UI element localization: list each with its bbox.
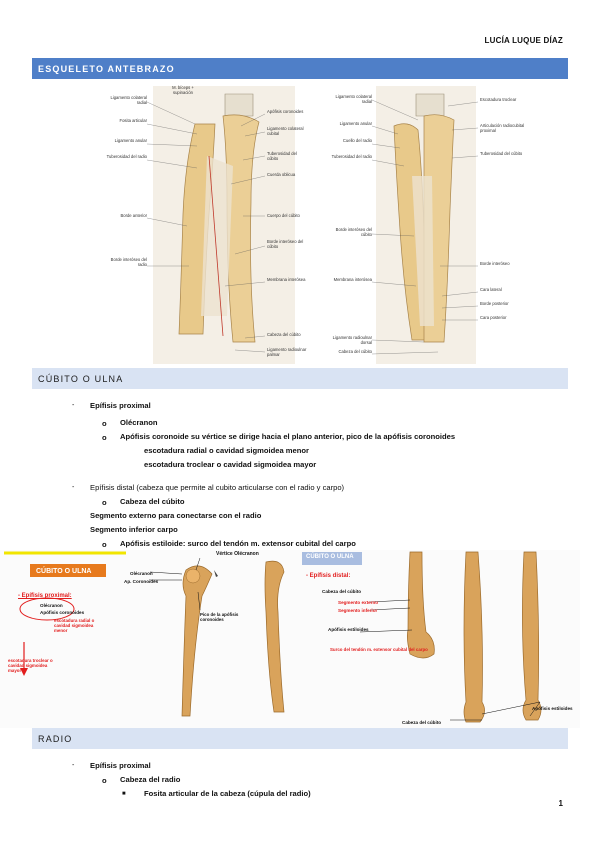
anterior-right-label: Ligamento radioulnar palmar [267, 347, 307, 357]
slide-proximal-illustration [4, 551, 285, 717]
bullet-dash: - [72, 762, 75, 769]
list-bullet: o [102, 540, 107, 549]
posterior-right-label: Cara posterior [480, 315, 507, 320]
list-item: Apófisis coronoide su vértice se dirige … [120, 432, 456, 441]
anterior-left-label: Ligamento colateral radial [110, 95, 147, 105]
anterior-left-label: Borde interóseo del radio [110, 257, 147, 267]
slide2-surco: Surco del tendón m. extensor cubital del… [330, 647, 428, 652]
anterior-left-label: Borde anterior [120, 213, 147, 218]
list-item: Apófisis estiloide: surco del tendón m. … [120, 539, 356, 548]
slide2-title: CÚBITO O ULNA [306, 554, 354, 560]
anterior-left-label: Tuberosidad del radio [106, 154, 147, 159]
slide1-epi-prox: - Epífisis proximal: [18, 593, 72, 599]
list-item: Cabeza del radio [120, 775, 181, 784]
slide1-olecranon2: Olécranon [130, 571, 153, 576]
forearm-anterior-illustration [146, 86, 295, 364]
slide2-ap-estiloides: Apófisis estiloides [532, 706, 573, 711]
anterior-right-label: Cuerpo del cúbito [267, 213, 300, 218]
anterior-right-label: Cabeza del cúbito [267, 332, 301, 337]
posterior-left-label: Tuberosidad del radio [331, 154, 372, 159]
posterior-right-label: Borde interóseo [480, 261, 510, 266]
forearm-posterior-illustration [371, 86, 479, 364]
posterior-left-label: Borde interóseo del cúbito [335, 227, 372, 237]
posterior-left-label: Ligamento anular [339, 121, 372, 126]
list-bullet: o [102, 776, 107, 785]
author-name: LUCÍA LUQUE DÍAZ [484, 36, 563, 45]
slide2-estiloides: Apófisis estiloides [328, 627, 369, 632]
anterior-right-label: Ligamento colateral cubital [267, 126, 304, 136]
section-header-radio: RADIO [32, 728, 568, 749]
list-item: Segmento externo para conectarse con el … [90, 511, 262, 520]
bullet-dash: - [72, 484, 75, 491]
slide1-esc-radial: escotadura radial o cavidad sigmoidea me… [54, 618, 95, 633]
list-item: escotadura radial o cavidad sigmoidea me… [144, 446, 310, 455]
slide2-seg-ext: Segmento externo [338, 600, 379, 605]
section-header-cubito: CÚBITO O ULNA [32, 368, 568, 389]
posterior-left-label: Ligamento colateral radial [335, 94, 372, 104]
slide2-seg-inf: Segmento inferior [338, 608, 378, 613]
forearm-posterior-figure: Ligamento colateral radial Ligamento anu… [328, 86, 528, 364]
slide1-ap-coronoides: Ap. Coronoides [124, 579, 159, 584]
page-number: 1 [558, 799, 563, 808]
posterior-right-label: Articulación radiocubital proximal [480, 123, 525, 133]
slide1-title: CÚBITO O ULNA [36, 568, 92, 575]
anterior-right-label: Membrana interósea [267, 277, 306, 282]
slide1-vertice: Vértice Olécranon [216, 551, 259, 557]
list-bullet: o [102, 419, 107, 428]
slide-epifisis-proximal: CÚBITO O ULNA - Epífisis proximal: Olécr… [0, 550, 300, 728]
posterior-left-label: Membrana interósea [333, 277, 372, 282]
section-header-esqueleto: ESQUELETO ANTEBRAZO [32, 58, 568, 79]
anterior-right-label: Apófisis coronoides [267, 109, 304, 114]
list-item: Cabeza del cúbito [120, 497, 185, 506]
list-item: Epífisis proximal [90, 761, 151, 770]
slide2-cabeza: Cabeza del cúbito [322, 589, 362, 594]
anterior-left-label: Fosita articular [119, 118, 147, 123]
posterior-right-label: Cara lateral [480, 287, 502, 292]
slide2-epi-dist: - Epífisis distal: [306, 573, 351, 579]
list-item: escotadura troclear o cavidad sigmoidea … [144, 460, 317, 469]
slide1-coronoides: Apófisis coronoides [40, 610, 85, 615]
list-item: Segmento inferior carpo [90, 525, 178, 534]
list-bullet: o [102, 498, 107, 507]
slide1-olecranon: Olécranon [40, 603, 63, 608]
slide1-pico: Pico de la apófisis coronoides [200, 612, 239, 622]
posterior-left-label: Cuello del radio [342, 138, 372, 143]
list-bullet: o [102, 433, 107, 442]
slide-distal-illustration [302, 551, 542, 723]
anterior-right-label: Borde interóseo del cúbito [267, 239, 304, 249]
list-item: Epífisis distal (cabeza que permite al c… [90, 483, 345, 492]
slide-epifisis-distal: CÚBITO O ULNA - Epífisis distal: Cabeza … [300, 550, 580, 728]
bullet-dash: - [72, 402, 75, 409]
anterior-right-label: Tuberosidad del cúbito [267, 151, 297, 161]
slide2-cabeza2: Cabeza del cúbito [402, 720, 442, 725]
posterior-right-label: Escotadura troclear [480, 97, 517, 102]
forearm-anterior-figure: M. bíceps + supinación Ligamento colater… [105, 85, 307, 364]
posterior-right-label: Tuberosidad del cúbito [480, 151, 523, 156]
anterior-left-label: Ligamento anular [114, 138, 147, 143]
list-item: Olécranon [120, 418, 158, 427]
slide1-esc-troclear: escotadura troclear o cavidad sigmoidea … [8, 658, 53, 673]
top-note-label: M. bíceps + supinación [172, 85, 194, 95]
posterior-bottom-label: Ligamento radioulnar dorsal [332, 335, 372, 345]
list-item: Fosita articular de la cabeza (cúpula de… [144, 789, 311, 798]
posterior-right-label: Borde posterior [480, 301, 509, 306]
anterior-right-label: Cuerda oblicua [267, 172, 296, 177]
list-item: Epífisis proximal [90, 401, 151, 410]
posterior-bottom-label: Cabeza del cúbito [338, 349, 372, 354]
list-bullet: ■ [122, 791, 126, 797]
